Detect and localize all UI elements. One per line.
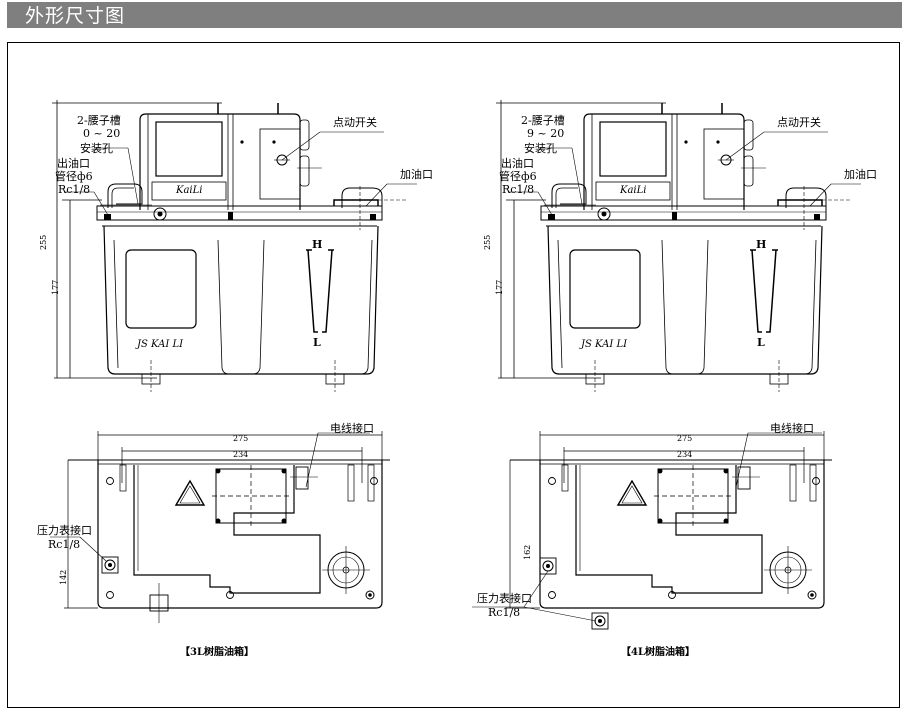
label-tank-brand: JS KAI LI xyxy=(579,339,628,350)
dim-width-outer: 275 xyxy=(233,434,248,443)
section-header: 外形尺寸图 xyxy=(7,2,902,28)
label-outlet: 出油口 xyxy=(57,156,90,170)
label-outlet-pipe: 管径ф6 xyxy=(499,169,537,183)
caption-4l: 【4L树脂油箱】 xyxy=(621,645,695,658)
top-view-3l xyxy=(50,430,391,623)
label-brand-window: KaiLi xyxy=(175,185,202,196)
label-slot-size: 0 ~ 20 xyxy=(83,127,120,140)
label-level-low: L xyxy=(313,336,321,349)
label-level-low: L xyxy=(757,336,765,349)
dim-width-inner: 234 xyxy=(233,450,248,459)
label-level-high: H xyxy=(312,238,322,251)
label-tank-brand: JS KAI LI xyxy=(135,339,184,350)
label-fill-port: 加油口 xyxy=(844,167,877,181)
label-level-high: H xyxy=(756,238,766,251)
label-gauge-thread: Rc1/8 xyxy=(48,538,80,551)
label-mount-hole: 安装孔 xyxy=(80,141,113,155)
label-gauge-port: 压力表接口 xyxy=(37,523,92,537)
dim-width-outer: 275 xyxy=(677,434,692,443)
dim-width-inner: 234 xyxy=(677,450,692,459)
label-slot: 2-腰子槽 xyxy=(77,114,121,127)
section-title: 外形尺寸图 xyxy=(25,5,126,27)
label-slot: 2-腰子槽 xyxy=(521,114,565,127)
label-jog-switch: 点动开关 xyxy=(777,115,821,129)
label-jog-switch: 点动开关 xyxy=(333,115,377,129)
label-cable-port: 电线接口 xyxy=(330,421,374,435)
caption-3l: 【3L树脂油箱】 xyxy=(180,645,254,658)
dim-depth: 142 xyxy=(59,570,68,585)
label-mount-hole: 安装孔 xyxy=(524,141,557,155)
label-gauge-thread: Rc1/8 xyxy=(488,606,520,619)
label-brand-window: KaiLi xyxy=(619,185,646,196)
label-outlet-thread: Rc1/8 xyxy=(502,183,534,196)
label-cable-port: 电线接口 xyxy=(770,421,814,435)
label-gauge-port: 压力表接口 xyxy=(477,591,532,605)
dim-height-total: 255 xyxy=(483,235,492,250)
label-fill-port: 加油口 xyxy=(400,167,433,181)
dim-height-total: 255 xyxy=(39,235,48,250)
dim-height-tank: 177 xyxy=(495,280,504,295)
label-outlet: 出油口 xyxy=(501,156,534,170)
dim-depth: 162 xyxy=(523,545,532,560)
drawing-frame xyxy=(7,42,900,708)
label-outlet-pipe: 管径ф6 xyxy=(55,169,93,183)
label-outlet-thread: Rc1/8 xyxy=(58,183,90,196)
top-view-4l xyxy=(472,430,833,630)
label-slot-size: 9 ~ 20 xyxy=(527,127,564,140)
dim-height-tank: 177 xyxy=(51,280,60,295)
